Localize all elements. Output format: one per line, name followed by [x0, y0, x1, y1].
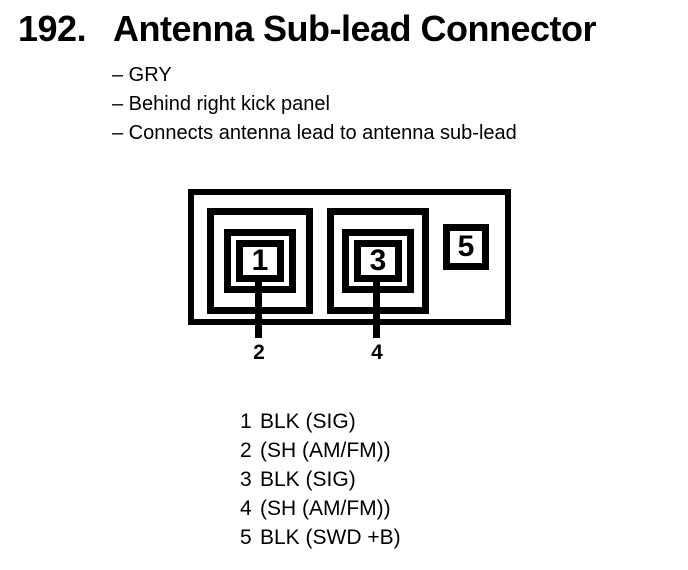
pin-number-3: 3	[369, 244, 387, 277]
cavity-pin-5: 5	[443, 224, 489, 270]
cavity-pin-3: 3	[327, 208, 429, 314]
section-title: Antenna Sub-lead Connector	[113, 8, 597, 49]
pin-list-number: 5	[240, 526, 252, 549]
note-wire-color: – GRY	[112, 64, 172, 86]
shield-outer-square: 3	[327, 208, 429, 314]
pin-list-description: BLK (SIG)	[260, 410, 356, 433]
pin-list-row: 1 BLK (SIG)	[240, 407, 401, 436]
lead-label-4: 4	[371, 341, 383, 364]
pin-list-row: 4 (SH (AM/FM))	[240, 494, 401, 523]
pin-list-description: (SH (AM/FM))	[260, 439, 391, 462]
shield-mid-square: 3	[342, 229, 414, 293]
pin-list-number: 2	[240, 439, 252, 462]
note-function: – Connects antenna lead to antenna sub-l…	[112, 122, 517, 144]
pin-list-row: 3 BLK (SIG)	[240, 465, 401, 494]
pin-list-description: BLK (SIG)	[260, 468, 356, 491]
pin-core-square: 1	[236, 240, 284, 282]
section-number: 192.	[18, 8, 87, 49]
pin-list-number: 4	[240, 497, 252, 520]
connector-notes: – GRY – Behind right kick panel – Connec…	[112, 61, 517, 148]
pin-list-row: 2 (SH (AM/FM))	[240, 436, 401, 465]
pin-list-description: BLK (SWD +B)	[260, 526, 401, 549]
page-title: 192. Antenna Sub-lead Connector	[18, 8, 597, 50]
pin-core-square: 3	[354, 240, 402, 282]
pin-number-5: 5	[457, 230, 475, 263]
shield-lead-line-4	[373, 276, 380, 338]
pin-list-number: 3	[240, 468, 252, 491]
pin-list-number: 1	[240, 410, 252, 433]
pin-list-row: 5 BLK (SWD +B)	[240, 523, 401, 552]
pin-list-description: (SH (AM/FM))	[260, 497, 391, 520]
lead-label-2: 2	[253, 341, 265, 364]
shield-lead-line-2	[255, 276, 262, 338]
note-location: – Behind right kick panel	[112, 93, 330, 115]
pin-number-1: 1	[251, 244, 269, 277]
